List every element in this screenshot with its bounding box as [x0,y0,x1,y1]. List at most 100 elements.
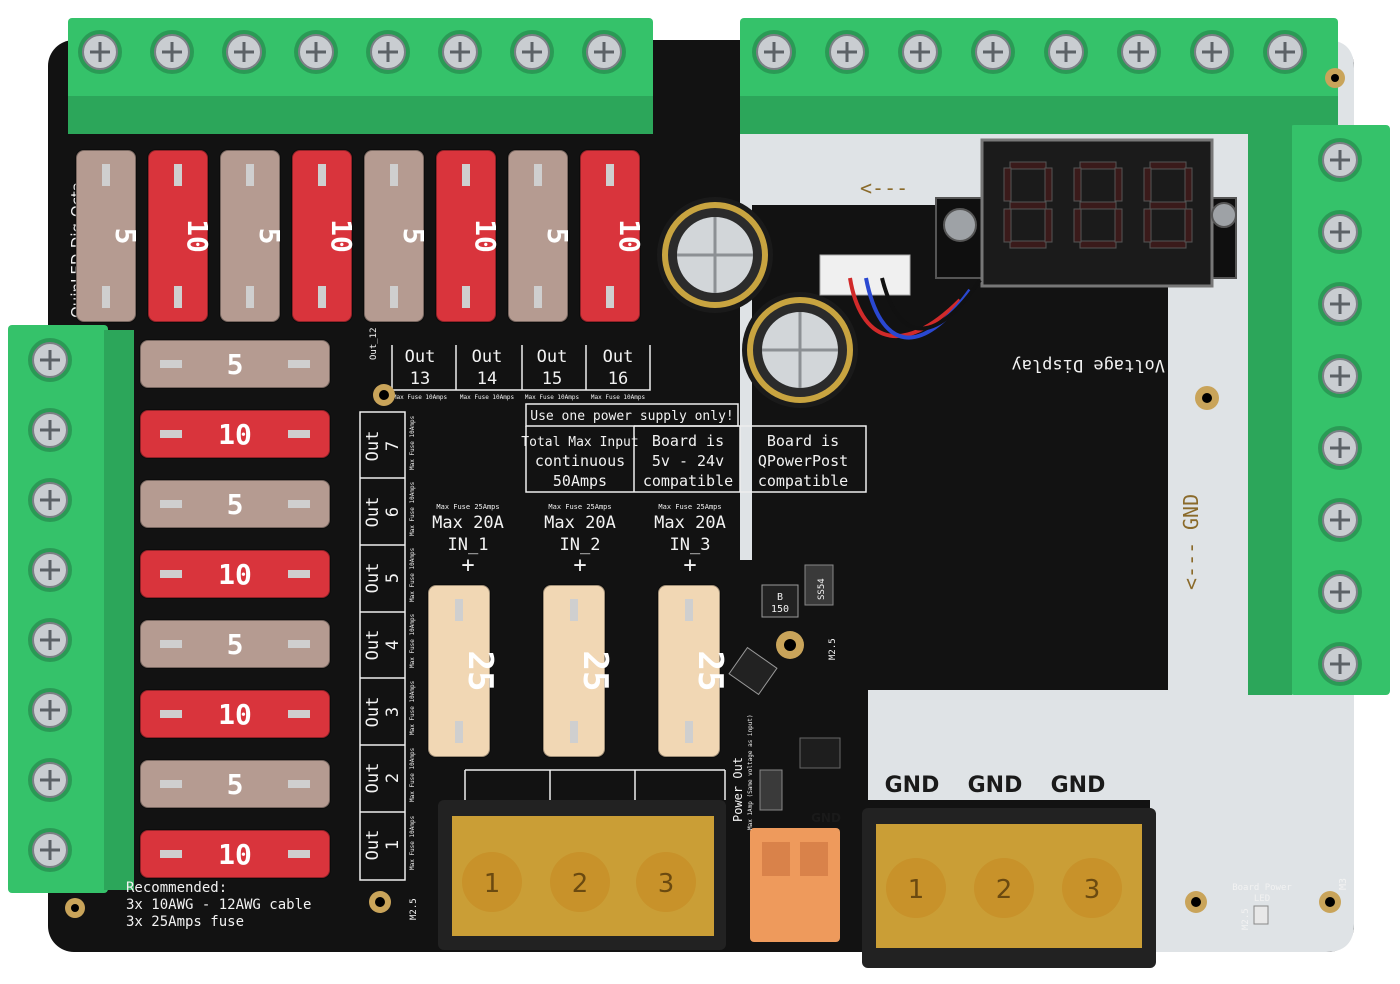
screw-icon [1044,30,1088,74]
svg-text:M2.5: M2.5 [828,638,838,660]
svg-text:compatible: compatible [758,472,848,490]
svg-text:5: 5 [383,573,403,583]
svg-text:Out: Out [363,763,383,794]
svg-text:1: 1 [908,875,925,905]
svg-text:Out: Out [363,630,383,661]
screw-icon [1318,210,1362,254]
arrow-top-label: <--- [860,176,908,200]
svg-text:Out: Out [405,347,436,367]
screw-icon [898,30,942,74]
svg-text:+: + [461,553,474,578]
screw-icon [28,688,72,732]
svg-text:3: 3 [658,869,675,899]
svg-text:Max 20A: Max 20A [544,513,616,533]
display-connector [819,254,982,340]
svg-text:1: 1 [484,869,501,899]
screw-icon [1318,138,1362,182]
svg-text:4: 4 [383,640,403,650]
recommended-note: Recommended: 3x 10AWG - 12AWG cable 3x 2… [126,880,311,930]
capacitor-2 [742,292,858,408]
screw-icon [28,618,72,662]
svg-text:Max Fuse 25Amps: Max Fuse 25Amps [548,503,611,511]
screw-icon [1190,30,1234,74]
svg-text:GND: GND [1179,494,1203,530]
svg-text:QPowerPost: QPowerPost [758,452,848,470]
out-label-14: Out 14 [472,347,503,389]
svg-text:IN_3: IN_3 [670,535,711,555]
top-fuse-rating: 10 [181,219,214,253]
svg-text:SS54: SS54 [817,578,827,600]
side-fuse-7: 10 [139,829,331,879]
svg-text:Max Fuse 25Amps: Max Fuse 25Amps [658,503,721,511]
svg-text:Max Fuse 10Amps: Max Fuse 10Amps [409,547,416,602]
svg-text:Board is: Board is [767,432,839,450]
input-fuse-2: 25 [657,584,730,758]
screw-icon [1117,30,1161,74]
svg-text:+: + [683,553,696,578]
side-fuse-6: 5 [139,759,331,809]
svg-text:7: 7 [383,441,403,451]
svg-text:Out_12: Out_12 [369,327,379,360]
side-fuse-4: 5 [139,619,331,669]
svg-text:M2.5: M2.5 [409,898,419,920]
svg-text:Max Fuse 10Amps: Max Fuse 10Amps [409,747,416,802]
input-fuse-0: 25 [427,584,500,758]
screw-icon [971,30,1015,74]
screw-icon [28,408,72,452]
top-fuse-1: 10 [147,149,214,323]
side-fuse-rating: 5 [227,768,244,801]
top-fuse-rating: 10 [613,219,646,253]
svg-text:Board Power: Board Power [1232,883,1292,893]
svg-text:IN_1: IN_1 [448,535,489,555]
out-labels-top: Out 13 Out 14 Out 15 Out 16 Max Fuse 10A… [369,327,651,401]
terminal-block-right [1248,125,1390,695]
side-fuse-5: 10 [139,689,331,739]
display-digit [1143,161,1193,249]
svg-text:Out: Out [537,347,568,367]
side-fuse-rating: 10 [218,838,252,871]
input-labels: Max Fuse 25Amps Max Fuse 25Amps Max Fuse… [432,503,726,578]
screw-icon [1318,498,1362,542]
svg-text:Max Fuse 25Amps: Max Fuse 25Amps [436,503,499,511]
svg-text:<---: <--- [1179,542,1203,590]
svg-text:13: 13 [410,369,430,389]
screw-icon [1318,570,1362,614]
side-fuse-1: 10 [139,409,331,459]
svg-text:Max Fuse 10Amps: Max Fuse 10Amps [409,613,416,668]
out-label-13: Out 13 [405,347,436,389]
svg-text:GND: GND [968,773,1023,798]
terminal-block-top-left [68,18,653,134]
top-fuse-rating: 5 [109,228,142,245]
screw-icon [1318,642,1362,686]
out-label-16: Out 16 [603,347,634,389]
power-notice: Use one power supply only! [530,409,734,424]
svg-text:M3: M3 [1338,878,1349,890]
svg-text:Max Fuse 10Amps: Max Fuse 10Amps [460,394,515,401]
svg-text:2: 2 [996,875,1013,905]
input-fuse-rating: 25 [575,651,615,692]
power-out-connector: Power Out Max 1Amp (Same voltage as inpu… [731,714,840,942]
screw-icon [1318,426,1362,470]
svg-text:Board is: Board is [652,432,724,450]
svg-text:GND: GND [811,811,841,825]
svg-text:3: 3 [1084,875,1101,905]
top-fuse-6: 5 [507,149,574,323]
svg-text:6: 6 [383,507,403,517]
top-fuse-rating: 5 [541,228,574,245]
svg-text:2: 2 [383,773,403,783]
side-fuse-rating: 10 [218,558,252,591]
svg-text:Out: Out [363,697,383,728]
screw-icon [28,338,72,382]
svg-text:1: 1 [383,840,403,850]
svg-text:2: 2 [572,869,589,899]
svg-text:Max Fuse 10Amps: Max Fuse 10Amps [525,394,580,401]
svg-text:Out: Out [363,830,383,861]
terminal-block-left [8,325,134,893]
screw-icon [582,30,626,74]
top-fuse-7: 10 [579,149,646,323]
svg-text:Total Max Input: Total Max Input [521,435,638,450]
